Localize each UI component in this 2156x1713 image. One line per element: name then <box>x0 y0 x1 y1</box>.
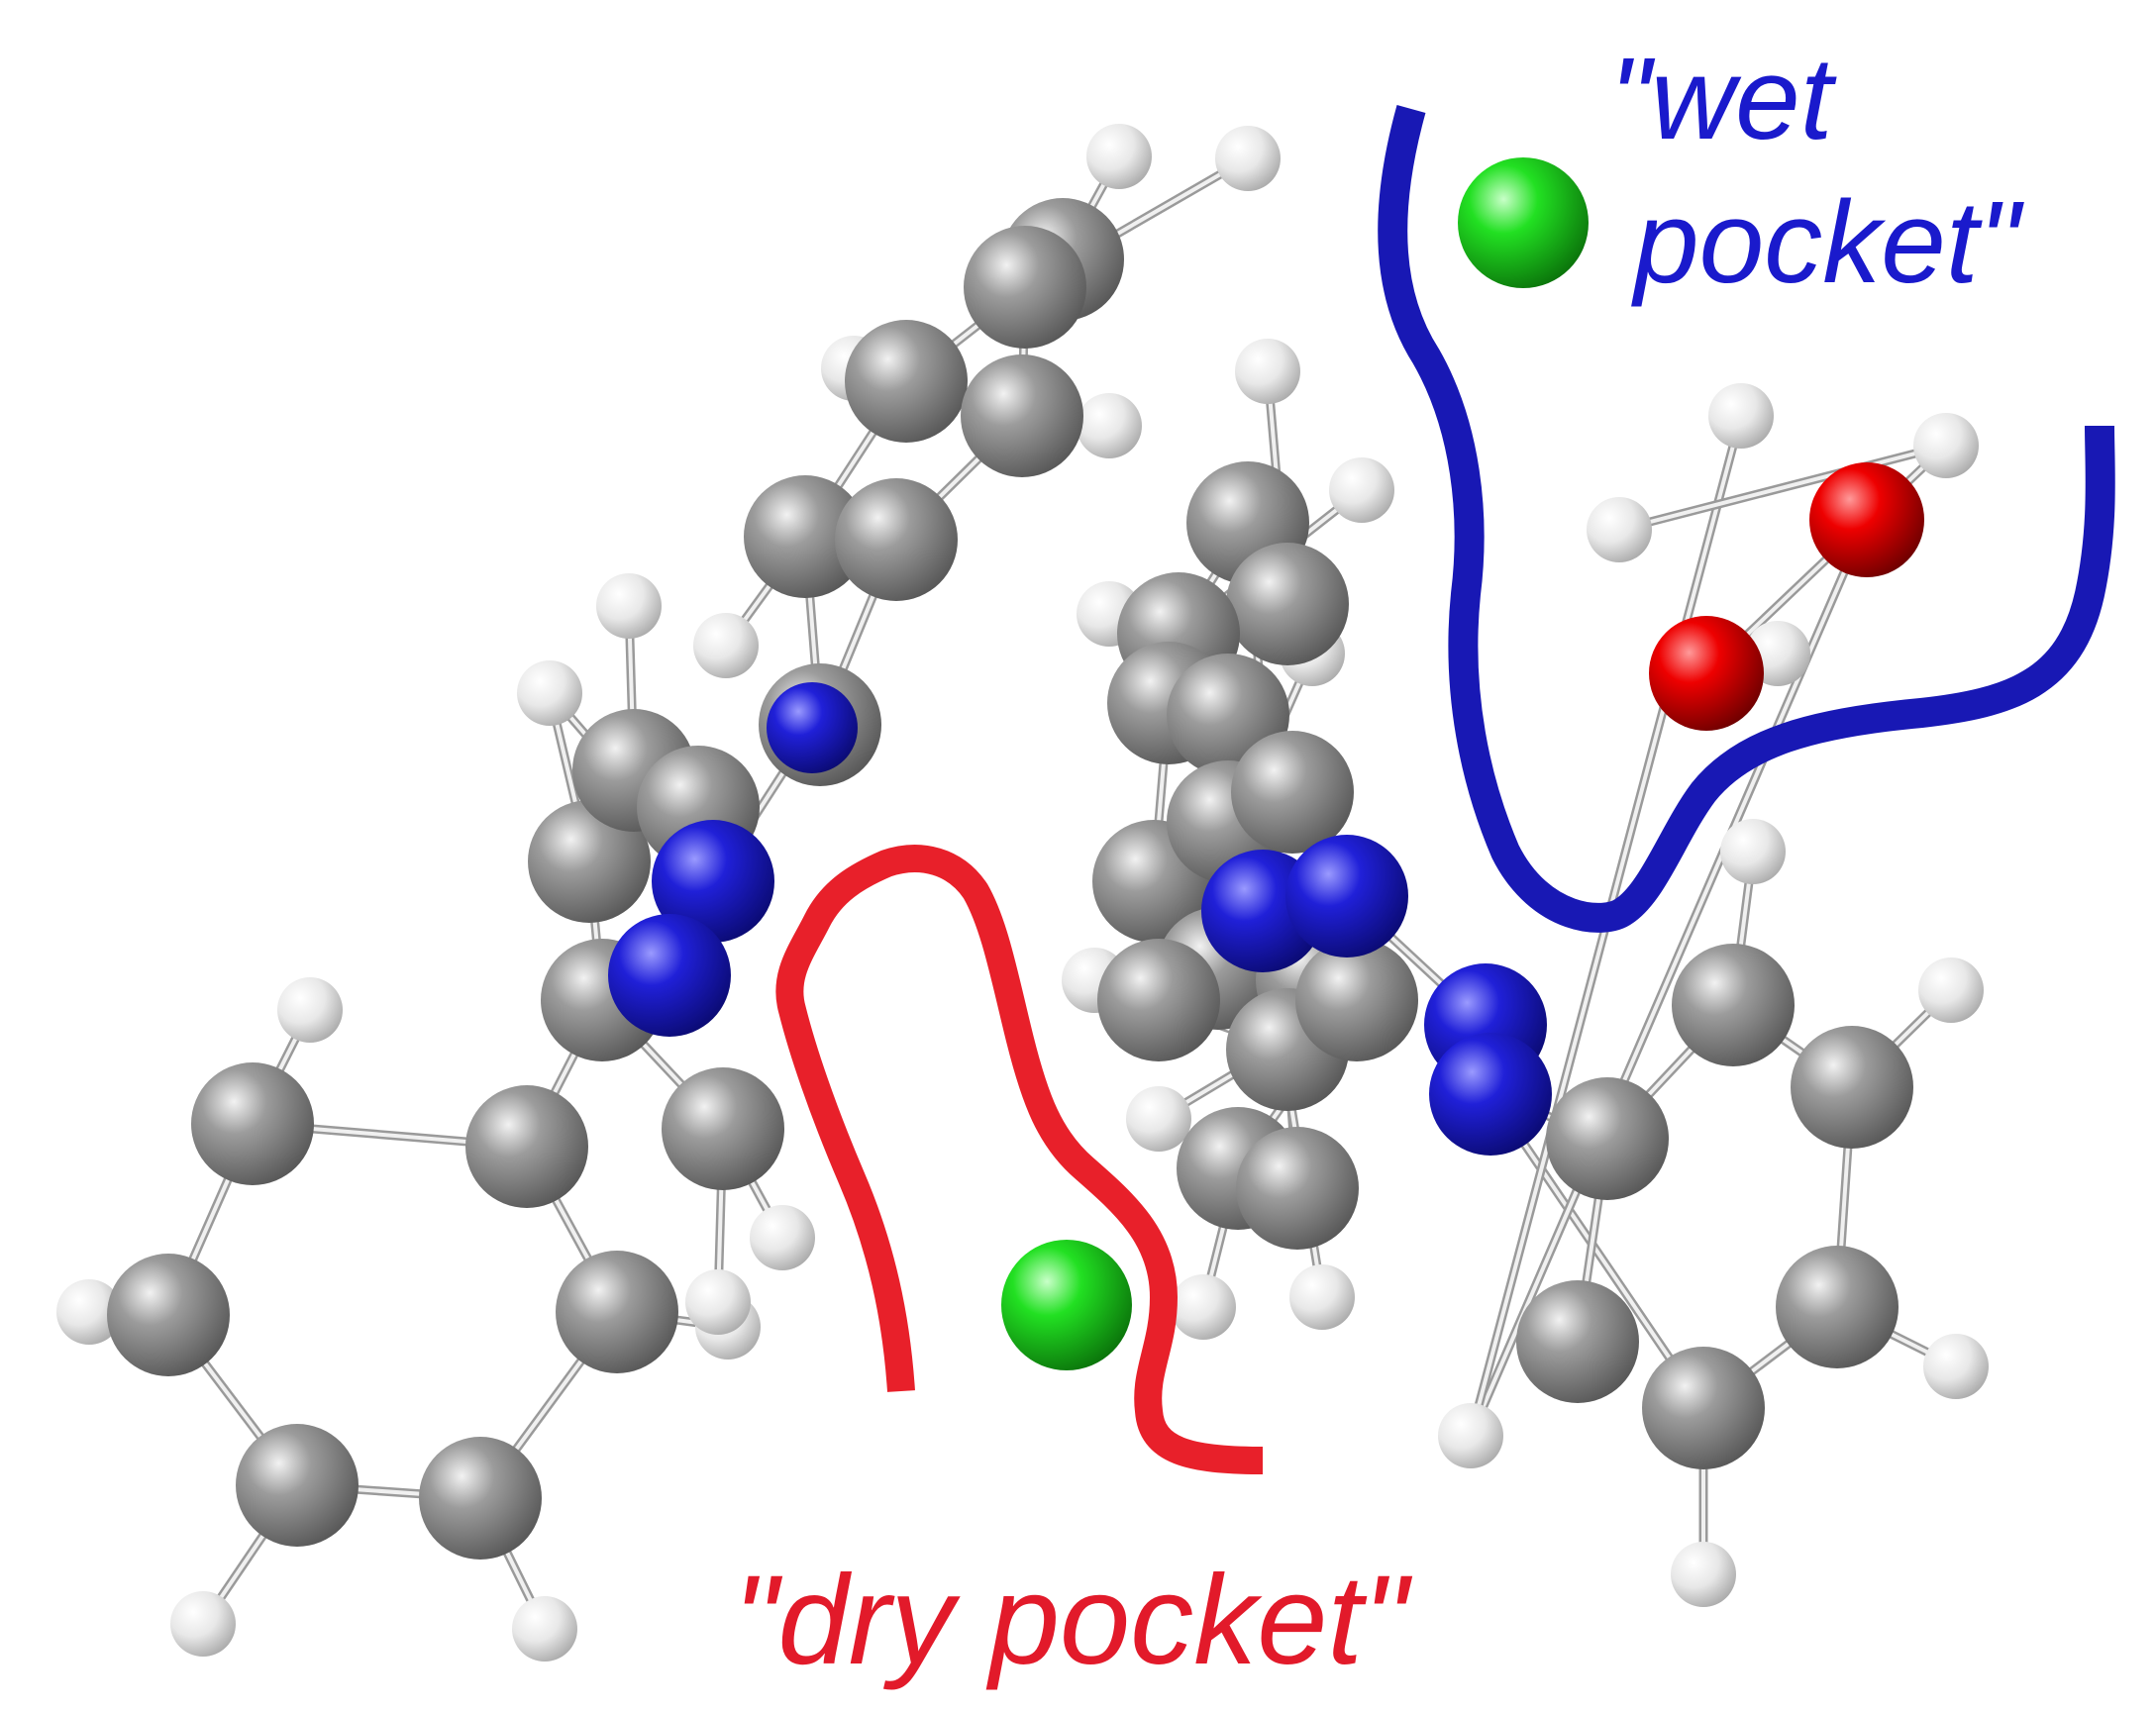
nitrogen-atom <box>608 914 731 1037</box>
chloride-atom <box>1458 157 1589 288</box>
carbon-atom <box>1672 944 1795 1066</box>
hydrogen-atom <box>1913 413 1979 478</box>
carbon-atom <box>662 1067 784 1190</box>
carbon-atom <box>191 1062 314 1185</box>
hydrogen-atom <box>1215 126 1281 191</box>
hydrogen-atom <box>1077 393 1142 458</box>
nitrogen-atom <box>1429 1033 1552 1156</box>
oxygen-atom <box>1649 616 1764 731</box>
dry-pocket-boundary <box>775 845 1264 1474</box>
hydrogen-atom <box>512 1596 577 1662</box>
carbon-atom <box>1516 1280 1639 1403</box>
atom-layer <box>56 124 1989 1662</box>
carbon-atom <box>236 1424 359 1547</box>
carbon-atom <box>1791 1026 1913 1149</box>
hydrogen-atom <box>170 1591 236 1657</box>
carbon-atom <box>556 1251 678 1373</box>
carbon-atom <box>1236 1127 1359 1250</box>
hydrogen-atom <box>1171 1274 1236 1340</box>
carbon-atom <box>419 1437 542 1560</box>
carbon-atom <box>1776 1246 1899 1368</box>
carbon-atom <box>1546 1077 1669 1200</box>
carbon-atom <box>835 478 958 601</box>
hydrogen-atom <box>1671 1542 1736 1607</box>
hydrogen-atom <box>693 613 759 678</box>
carbon-atom <box>1642 1347 1765 1469</box>
hydrogen-atom <box>750 1205 815 1270</box>
hydrogen-atom <box>1720 819 1786 884</box>
wet-pocket-label-line2: pocket" <box>1631 177 2025 308</box>
wet-pocket-boundary <box>1378 104 2115 933</box>
dry-pocket-label: "dry pocket" <box>733 1550 1413 1691</box>
hydrogen-atom <box>56 1279 122 1345</box>
bond-highlight <box>1618 444 1947 532</box>
oxygen-atom <box>1809 462 1924 577</box>
carbon-atom <box>528 800 651 923</box>
bond-highlight <box>1489 1092 1705 1410</box>
carbon-atom <box>961 354 1083 477</box>
carbon-atom <box>1231 731 1354 854</box>
nitrogen-atom <box>1285 835 1408 957</box>
hydrogen-atom <box>1587 497 1652 562</box>
carbon-atom <box>1097 939 1220 1061</box>
carbon-atom <box>1295 939 1418 1061</box>
carbon-atom <box>964 226 1086 349</box>
hydrogen-atom <box>1235 339 1300 404</box>
hydrogen-atom <box>1086 124 1152 189</box>
carbon-atom <box>107 1254 230 1376</box>
hydrogen-atom <box>1923 1334 1989 1399</box>
nitrogen-atom <box>652 820 774 943</box>
carbon-atom <box>1226 543 1349 665</box>
nitrogen-atom <box>767 682 858 773</box>
hydrogen-atom <box>1918 957 1984 1023</box>
carbon-atom <box>744 475 867 598</box>
hydrogen-atom <box>685 1269 751 1335</box>
carbon-atom <box>845 320 968 443</box>
wet-pocket-label-line1: "wet <box>1609 34 1837 164</box>
hydrogen-atom <box>1708 383 1774 449</box>
carbon-atom <box>465 1085 588 1208</box>
hydrogen-atom <box>596 573 662 639</box>
hydrogen-atom <box>1289 1264 1355 1330</box>
hydrogen-atom <box>1329 457 1394 523</box>
chloride-atom <box>1001 1240 1132 1370</box>
hydrogen-atom <box>1126 1086 1191 1152</box>
hydrogen-atom <box>1438 1403 1503 1468</box>
hydrogen-atom <box>517 660 582 726</box>
hydrogen-atom <box>277 977 343 1043</box>
